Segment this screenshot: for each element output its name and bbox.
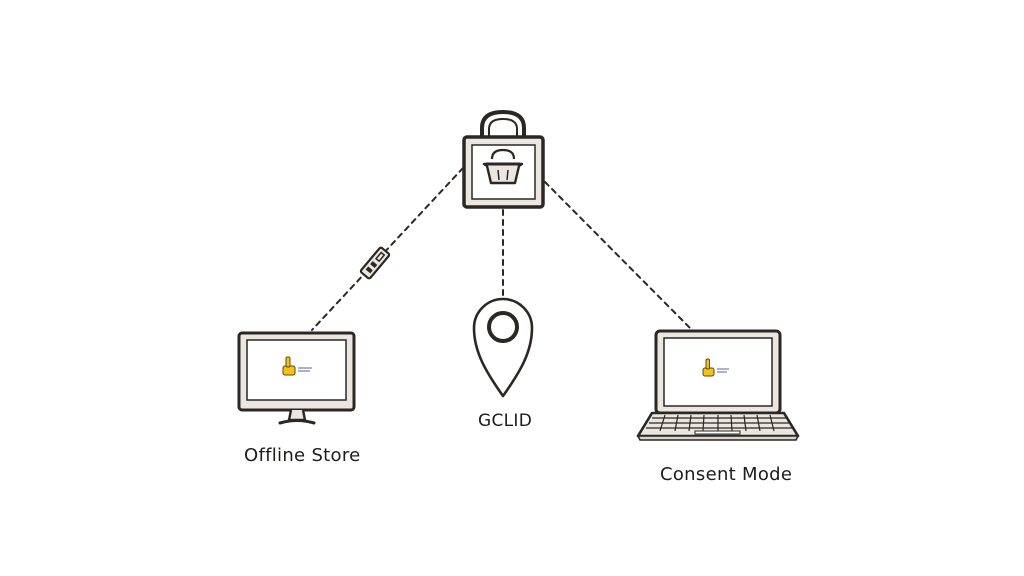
offline-store-label: Offline Store bbox=[244, 445, 361, 466]
padlock-icon bbox=[462, 109, 545, 209]
laptop-icon bbox=[636, 329, 800, 441]
location-pin-icon bbox=[472, 297, 534, 398]
yellow-hand-pointer-icon bbox=[282, 356, 312, 376]
yellow-hand-pointer-icon bbox=[702, 358, 729, 377]
usb-plug-icon bbox=[359, 246, 391, 280]
gclid-label: GCLID bbox=[478, 411, 533, 431]
connector-lock-to-consent-mode bbox=[544, 181, 691, 329]
shopping-basket-icon bbox=[482, 148, 524, 185]
consent-mode-label: Consent Mode bbox=[660, 464, 793, 485]
connector-lock-to-offline-store bbox=[311, 167, 464, 331]
desktop-monitor-icon bbox=[237, 331, 356, 425]
